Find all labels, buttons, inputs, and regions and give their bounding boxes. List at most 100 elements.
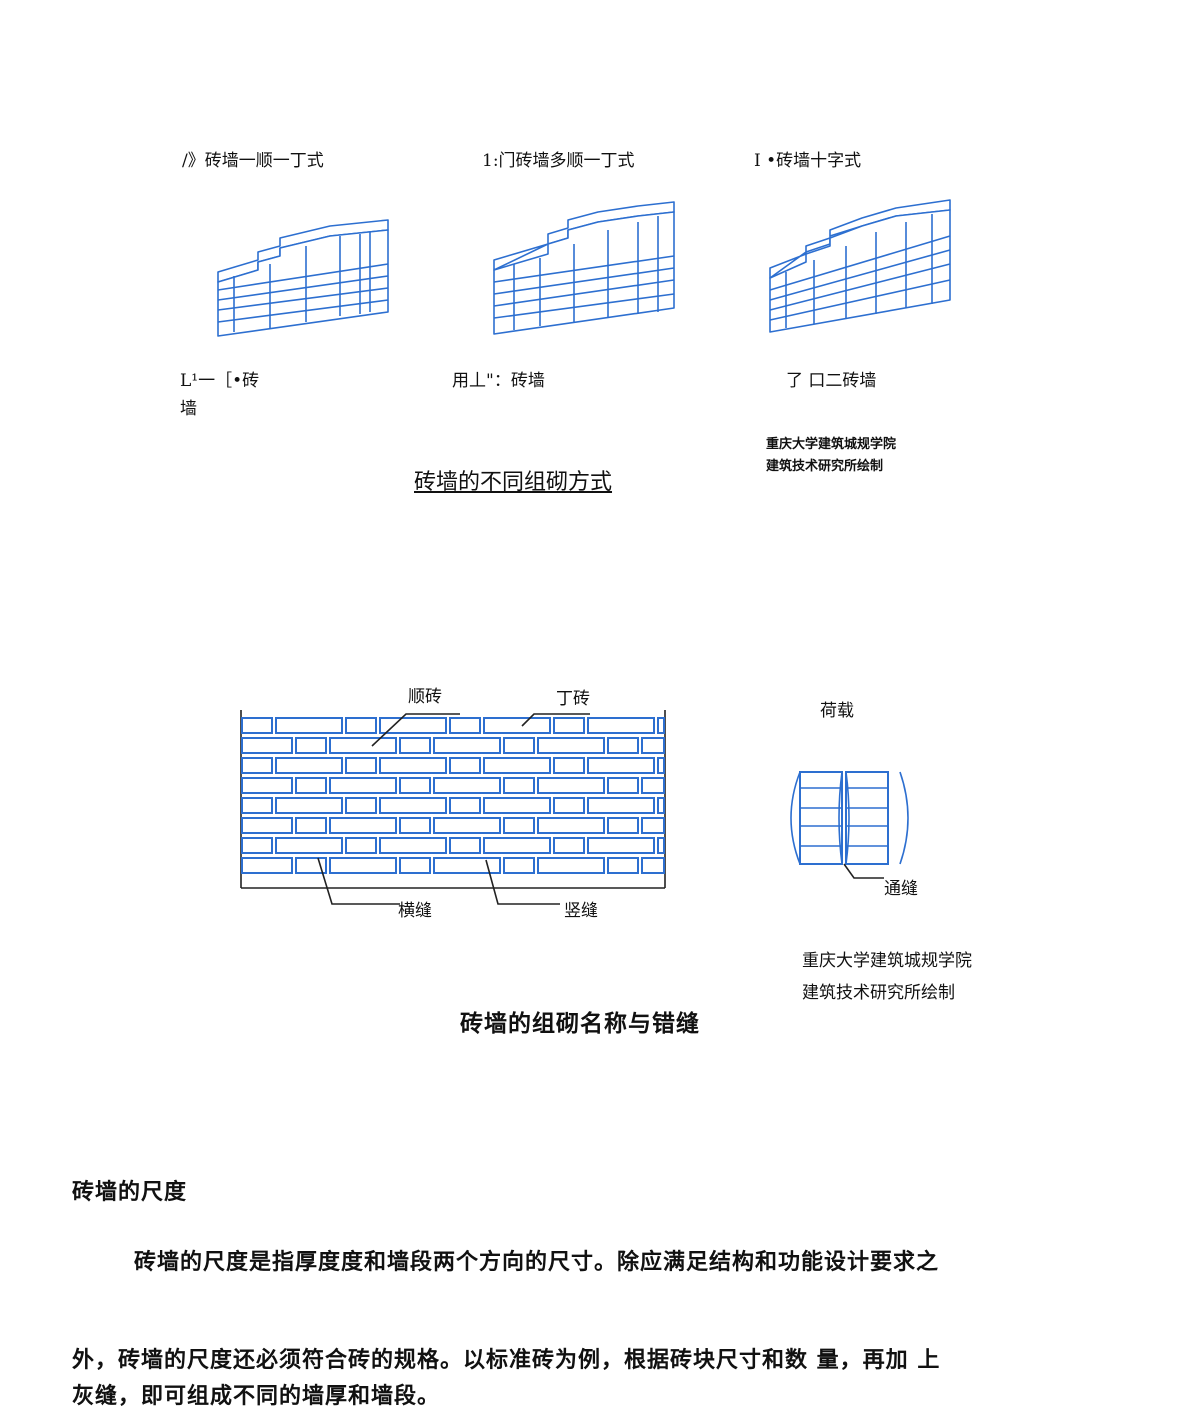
brick <box>641 737 665 754</box>
brick <box>433 817 501 834</box>
brick <box>503 737 535 754</box>
brick <box>553 717 585 734</box>
brick <box>607 737 639 754</box>
brick <box>587 757 655 774</box>
brick <box>241 837 273 854</box>
label-bond-b: 1:门砖墙多顺一丁式 <box>482 151 635 171</box>
brick <box>399 777 431 794</box>
brick <box>641 817 665 834</box>
label-header: 丁砖 <box>556 689 590 709</box>
brick <box>587 797 655 814</box>
brick <box>345 837 377 854</box>
brick <box>657 797 665 814</box>
label-stretcher: 顺砖 <box>408 687 442 707</box>
brick <box>329 857 397 874</box>
brick <box>241 797 273 814</box>
label-bond-c: I •砖墙十字式 <box>754 151 862 171</box>
brick <box>503 817 535 834</box>
label-bond-a: /》砖墙一顺一丁式 <box>182 151 324 171</box>
brick <box>379 717 447 734</box>
brick <box>483 717 551 734</box>
brick <box>607 817 639 834</box>
brick <box>295 737 327 754</box>
brick <box>329 777 397 794</box>
brick <box>587 837 655 854</box>
brick <box>657 717 665 734</box>
brick <box>553 757 585 774</box>
figure2-caption: 砖墙的组砌名称与错缝 <box>460 1011 700 1037</box>
brick <box>379 797 447 814</box>
brick <box>483 757 551 774</box>
brick <box>241 777 293 794</box>
brick <box>345 717 377 734</box>
paragraph-line-2: 外，砖墙的尺度还必须符合砖的规格。以标准砖为例，根据砖块尺寸和数 量，再加 上 <box>72 1348 941 1373</box>
brick <box>483 837 551 854</box>
label-wall-c: 了 口二砖墙 <box>786 371 877 391</box>
label-bed-joint: 横缝 <box>398 901 432 921</box>
label-wall-a-line1: L¹一［•砖 <box>180 371 260 391</box>
brick <box>537 857 605 874</box>
credit-line2: 建筑技术研究所绘制 <box>766 459 884 474</box>
brick <box>657 757 665 774</box>
brick <box>537 817 605 834</box>
brick <box>483 797 551 814</box>
brick-wall-b-illustration <box>493 201 675 335</box>
brick <box>553 837 585 854</box>
brick <box>641 777 665 794</box>
brick <box>449 837 481 854</box>
credit-line1: 重庆大学建筑城规学院 <box>766 437 897 452</box>
brick <box>275 717 343 734</box>
figure1-caption: 砖墙的不同组砌方式 <box>414 470 613 495</box>
label-wall-b: 用丄"：砖墙 <box>452 371 545 391</box>
brick <box>433 777 501 794</box>
brick <box>399 857 431 874</box>
brick <box>399 737 431 754</box>
brick <box>345 757 377 774</box>
brick <box>275 797 343 814</box>
brick <box>433 857 501 874</box>
brick <box>241 817 293 834</box>
leader-lines <box>317 713 590 905</box>
brick <box>433 737 501 754</box>
credit2-line1: 重庆大学建筑城规学院 <box>802 951 972 971</box>
brick <box>587 717 655 734</box>
credit2-line2: 建筑技术研究所绘制 <box>802 983 955 1003</box>
label-load: 荷载 <box>820 701 854 721</box>
brick <box>641 857 665 874</box>
paragraph-line-3: 灰缝，即可组成不同的墙厚和墙段。 <box>72 1384 441 1409</box>
brick <box>241 717 273 734</box>
brick <box>503 777 535 794</box>
brick <box>241 757 273 774</box>
brick <box>553 797 585 814</box>
brick <box>295 777 327 794</box>
brick <box>607 777 639 794</box>
section-heading: 砖墙的尺度 <box>72 1180 188 1205</box>
brick <box>241 737 293 754</box>
brick-wall-a-illustration <box>217 219 389 337</box>
brick <box>275 837 343 854</box>
paragraph-line-1: 砖墙的尺度是指厚度度和墙段两个方向的尺寸。除应满足结构和功能设计要求之 <box>134 1250 940 1275</box>
through-joint-pier-illustration <box>790 771 909 879</box>
brick <box>537 737 605 754</box>
brick <box>241 857 293 874</box>
brick <box>449 717 481 734</box>
label-wall-a-line2: 墙 <box>180 399 197 419</box>
brick <box>295 817 327 834</box>
label-head-joint: 竖缝 <box>564 901 598 921</box>
brick <box>657 837 665 854</box>
brick <box>345 797 377 814</box>
label-through-joint: 通缝 <box>884 879 918 899</box>
brick-wall-c-illustration <box>769 199 951 333</box>
brick <box>329 737 397 754</box>
brick-wall-elevation-illustration <box>240 710 666 889</box>
brick <box>537 777 605 794</box>
brick <box>399 817 431 834</box>
brick <box>379 837 447 854</box>
brick <box>607 857 639 874</box>
brick <box>329 817 397 834</box>
brick <box>503 857 535 874</box>
brick <box>275 757 343 774</box>
brick <box>379 757 447 774</box>
brick <box>449 797 481 814</box>
brick <box>449 757 481 774</box>
